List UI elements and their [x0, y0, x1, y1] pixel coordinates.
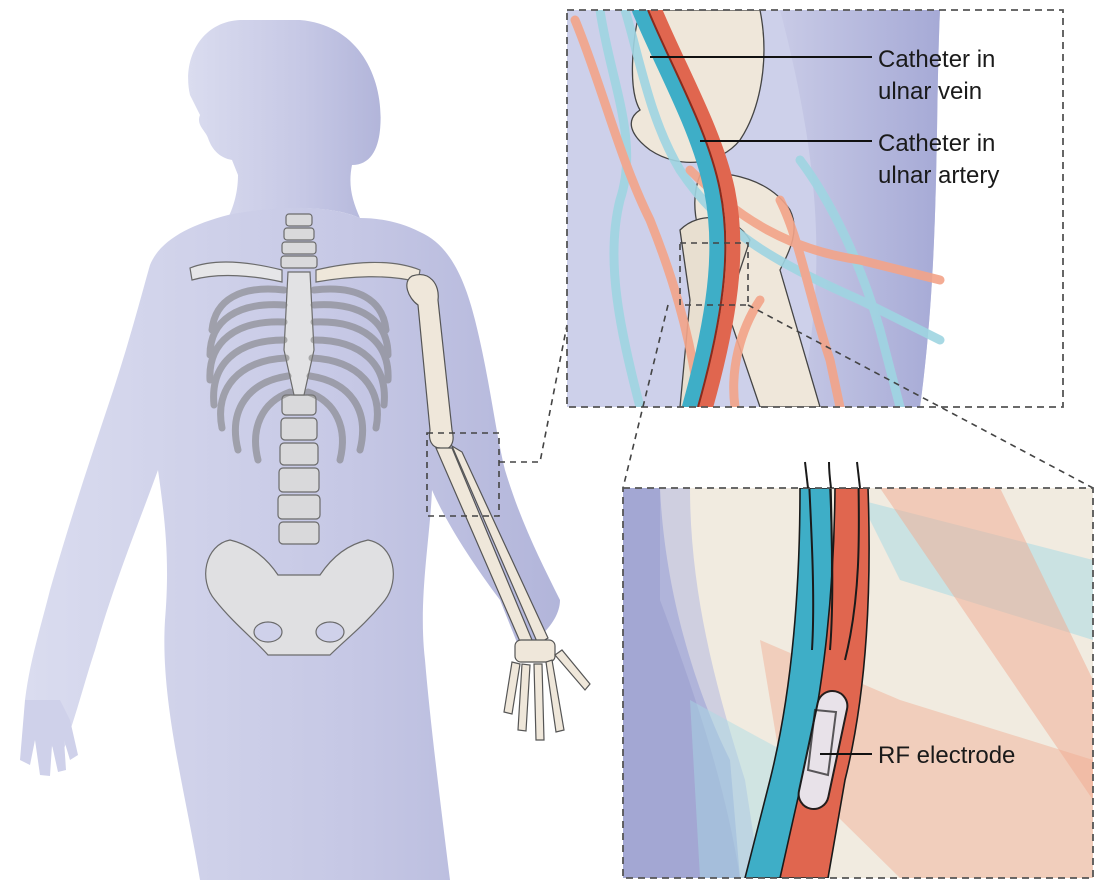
label-catheter-artery-2: ulnar artery	[878, 162, 999, 189]
catheter-wire	[857, 462, 860, 488]
label-catheter-vein-2: ulnar vein	[878, 78, 982, 105]
label-catheter-vein-1: Catheter in	[878, 46, 995, 73]
catheter-wire	[829, 462, 831, 488]
zoom-connector-top	[499, 325, 567, 462]
head-silhouette	[188, 20, 380, 218]
hand-bones	[504, 640, 590, 740]
vessel-inset	[623, 460, 1093, 878]
catheter-wire	[805, 462, 808, 488]
label-catheter-artery-1: Catheter in	[878, 130, 995, 157]
label-rf-electrode: RF electrode	[878, 742, 1015, 769]
